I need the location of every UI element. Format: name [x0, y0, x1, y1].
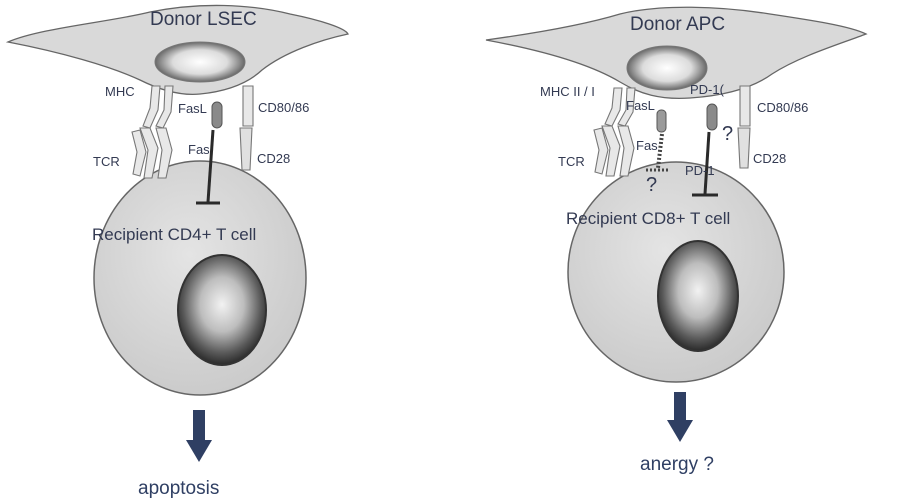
- right-cd80-molecule: [740, 86, 750, 126]
- right-mhc-label: MHC II / I: [540, 84, 595, 99]
- right-recipient-label: Recipient CD8+ T cell: [566, 209, 730, 228]
- right-fas-label: Fas: [636, 138, 658, 153]
- right-tcr-label: TCR: [558, 154, 585, 169]
- left-mhc-label: MHC: [105, 84, 135, 99]
- right-outcome-label: anergy ?: [640, 454, 714, 475]
- right-t-cell-nucleus: [658, 241, 738, 351]
- right-pd1-question-mark: ?: [722, 123, 733, 145]
- left-donor-nucleus: [155, 42, 245, 82]
- left-cd80-molecule: [243, 86, 253, 126]
- right-fasl-molecule: [657, 110, 666, 132]
- right-pdl1-label: PD-1(: [690, 82, 725, 97]
- left-cd80-label: CD80/86: [258, 100, 309, 115]
- right-pd1-label: PD-1: [685, 163, 715, 178]
- right-panel: Donor APC MHC II / I FasL PD-1( CD80/86 …: [486, 7, 866, 475]
- left-cd28-molecule: [240, 128, 252, 170]
- left-tcr-label: TCR: [93, 154, 120, 169]
- left-fasl-label: FasL: [178, 101, 207, 116]
- right-cd80-label: CD80/86: [757, 100, 808, 115]
- left-fasl-molecule: [212, 102, 222, 128]
- right-outcome-arrow: [667, 392, 693, 442]
- left-donor-label: Donor LSEC: [150, 9, 257, 30]
- left-recipient-label: Recipient CD4+ T cell: [92, 225, 256, 244]
- left-fas-label: Fas: [188, 142, 210, 157]
- left-t-cell-nucleus: [178, 255, 266, 365]
- left-outcome-arrow: [186, 410, 212, 462]
- left-mhc-tcr-complex: [132, 86, 173, 178]
- right-cd28-molecule: [738, 128, 750, 168]
- right-fasl-label: FasL: [626, 98, 655, 113]
- left-outcome-label: apoptosis: [138, 478, 219, 499]
- left-panel: Donor LSEC MHC FasL CD80/86 TCR Fas CD28…: [8, 5, 348, 499]
- left-cd28-label: CD28: [257, 151, 290, 166]
- right-pdl1-molecule: [707, 104, 717, 130]
- right-donor-label: Donor APC: [630, 14, 725, 35]
- right-fas-question-mark: ?: [646, 174, 657, 196]
- right-cd28-label: CD28: [753, 151, 786, 166]
